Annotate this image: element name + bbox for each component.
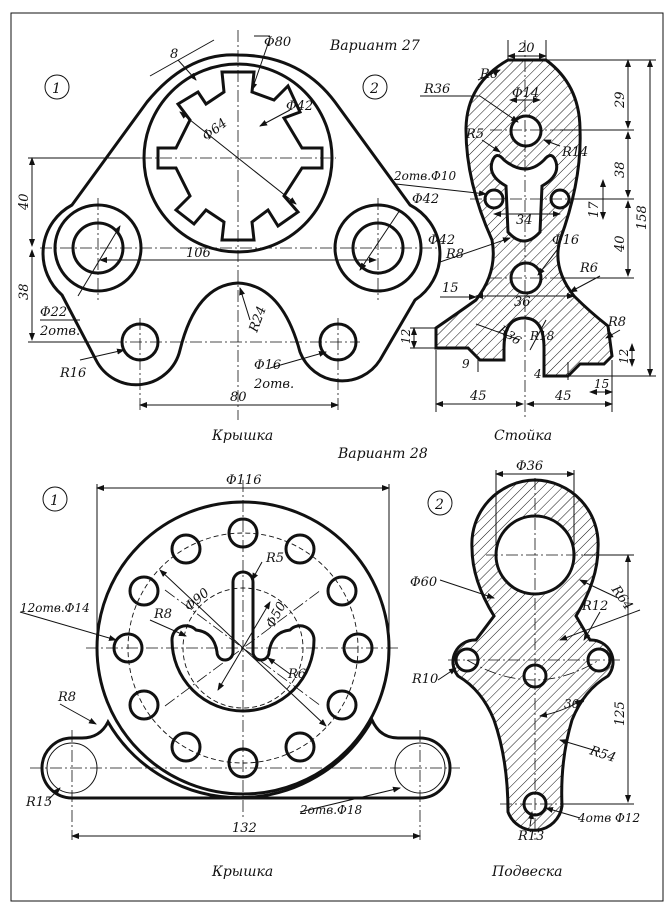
v27-cover-star-slot [156, 70, 324, 242]
sheet-frame [10, 12, 664, 902]
svg-text:2: 2 [369, 81, 379, 97]
v28-part1-number-badge: 1 [42, 486, 68, 512]
v27-cover-dim-40: 40 [17, 193, 32, 211]
v27-stand-dim-12a: 12 [399, 329, 413, 344]
variant28-title: Вариант 28 [337, 446, 428, 462]
v27-stand-dim-45a: 45 [469, 389, 487, 404]
v27-cover-caption: Крышка [211, 428, 273, 444]
v28-hanger-dim-r12: R12 [581, 599, 608, 614]
v27-cover-dim-d22: Φ22 [40, 305, 67, 320]
v27-stand-dim-20: 20 [517, 41, 535, 56]
v28-cover-drawing: Φ116 R5 Φ90 Φ50 12отв.Φ14 R8 R6 R8 R15 2… [19, 473, 460, 840]
v27-stand-dim-40: 40 [613, 235, 628, 253]
v27-cover-dim-80: 80 [230, 390, 247, 405]
v28-cover-hole-ring [112, 517, 374, 779]
v27-stand-dim-r8b: R8 [607, 315, 626, 330]
v27-stand-dim-36: 36 [514, 295, 531, 310]
v27-stand-dim-d42: Φ42 [428, 233, 455, 248]
v27-cover-dim-d80: Φ80 [264, 35, 291, 50]
v27-stand-dim-12b: 12 [617, 349, 631, 364]
v27-stand-dim-4: 4 [533, 367, 542, 381]
v27-stand-dim-158: 158 [635, 205, 650, 230]
v27-cover-dim-d42: Φ42 [286, 99, 313, 114]
v28-part2-number-badge: 2 [427, 490, 453, 516]
v28-hanger-dim-125: 125 [613, 701, 628, 726]
v27-cover-dim-r16: R16 [59, 366, 86, 381]
v28-cover-caption: Крышка [211, 864, 273, 880]
svg-text:1: 1 [50, 493, 59, 509]
v27-stand-dim-r8: R8 [445, 247, 464, 262]
v27-stand-dim-9: 9 [462, 357, 470, 371]
v28-hanger-dim-4holes: 4отв Φ12 [577, 811, 640, 825]
v27-stand-dim-15b: 15 [594, 377, 609, 391]
v27-stand-dim-29: 29 [613, 91, 628, 109]
v27-stand-dim-d14: Φ14 [512, 86, 539, 101]
v27-stand-dim-r6: R6 [479, 67, 498, 82]
v27-stand-dim-r5: R5 [465, 127, 484, 142]
v28-hanger-dim-30deg: 30° [564, 697, 585, 711]
v27-stand-dim-r6b: R6 [579, 261, 598, 276]
v28-cover-dim-12holes: 12отв.Φ14 [20, 601, 90, 615]
v27-cover-dim-d42b: Φ42 [412, 192, 439, 207]
v28-hanger-caption: Подвеска [491, 864, 563, 880]
v28-cover-dim-r6: R6 [287, 667, 306, 682]
v27-stand-dim-45b: 45 [554, 389, 572, 404]
v28-cover-dim-d50: Φ50 [264, 600, 290, 631]
variant27-title: Вариант 27 [329, 38, 420, 54]
v27-cover-outline [41, 53, 442, 387]
v27-stand-caption: Стойка [494, 428, 552, 444]
v28-hanger-dim-r64: R64 [607, 582, 635, 613]
v27-cover-dim-38: 38 [17, 283, 32, 300]
svg-text:1: 1 [52, 81, 61, 97]
v27-stand-dim-d16: Φ16 [552, 233, 579, 248]
v27-stand-dim-r18: R18 [529, 329, 555, 343]
v28-cover-dim-d116: Φ116 [226, 473, 261, 488]
v27-stand-dim-38: 38 [613, 161, 628, 178]
v27-cover-dim-r24: R24 [246, 304, 269, 335]
v28-cover-dim-r8: R8 [153, 607, 172, 622]
v27-stand-dim-r36: R36 [423, 82, 450, 97]
v27-cover-dim-d16: Φ16 [254, 358, 281, 373]
v28-hanger-dim-d60: Φ60 [410, 575, 437, 590]
v28-cover-dim-r15: R15 [25, 795, 52, 810]
v27-stand-dim-17: 17 [587, 201, 602, 218]
v28-cover-base [40, 716, 452, 800]
v27-stand-dim-15: 15 [442, 281, 459, 296]
v27-part2-number-badge: 2 [362, 74, 388, 100]
v27-stand-dim-r14: R14 [561, 145, 588, 160]
v28-hanger-dim-d36: Φ36 [516, 459, 543, 474]
v28-cover-dim-r8b: R8 [57, 690, 76, 705]
svg-text:2: 2 [434, 497, 444, 513]
v27-stand-dim-34: 34 [516, 213, 533, 228]
v28-hanger-dim-r54: R54 [587, 743, 618, 766]
v27-part1-number-badge: 1 [44, 74, 70, 100]
v28-hanger-dim-r10: R10 [411, 672, 438, 687]
v28-hanger-dim-r13: R13 [517, 829, 544, 844]
v27-stand-drawing: 20 R6 R36 Φ14 29 R5 R14 2отв.Φ10 38 34 1… [393, 40, 656, 420]
v27-cover-dim-2holes-b: 2отв. [253, 377, 294, 392]
v27-cover-dim-106: 106 [186, 246, 211, 261]
v28-cover-dim-132: 132 [232, 821, 257, 836]
v28-hanger-section [451, 478, 615, 832]
v28-cover-dim-d90: Φ90 [182, 586, 212, 615]
v27-cover-dim-2holes: 2отв. [39, 324, 80, 339]
v27-cover-dim-8: 8 [170, 47, 178, 62]
v28-cover-dim-2holes: 2отв.Φ18 [299, 803, 363, 817]
v28-cover-dim-r5: R5 [265, 551, 284, 566]
v27-stand-dim-2holes-d10: 2отв.Φ10 [393, 169, 457, 183]
